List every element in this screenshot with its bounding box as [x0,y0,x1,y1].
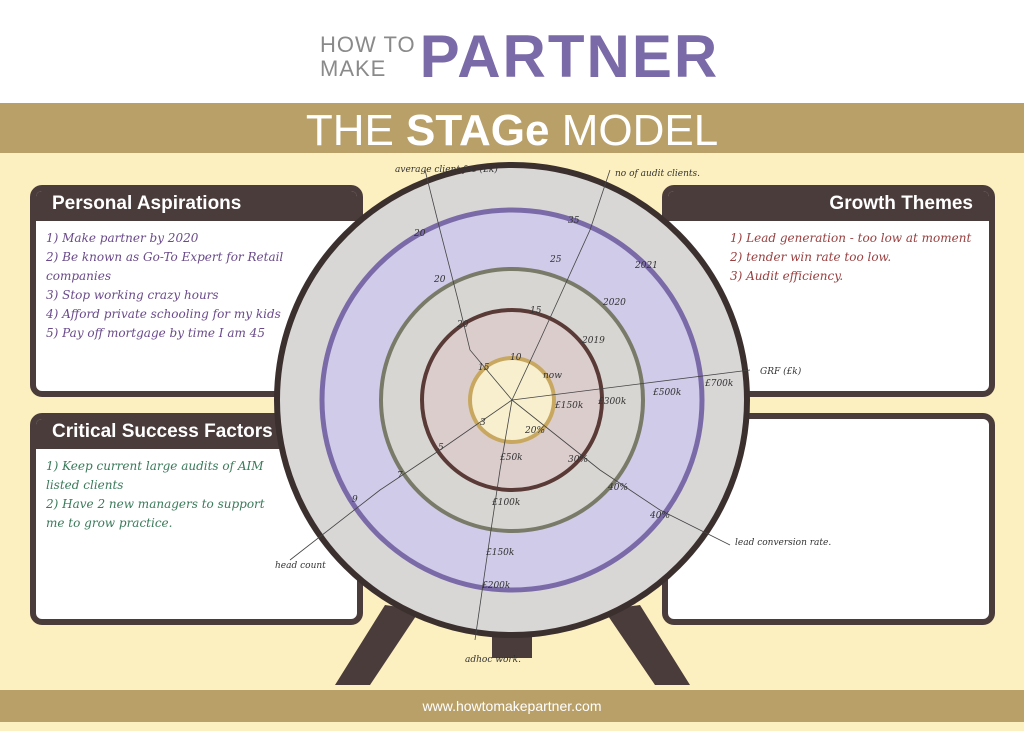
ring-2019 [420,308,604,492]
list-item: 4) Afford private schooling for my kids [46,307,281,321]
list-item: 3) Stop working crazy hours [46,288,219,302]
axis-label-clients: no of audit clients. [615,169,700,179]
aspirations-list: 1) Make partner by 2020 2) Be known as G… [36,221,357,343]
fee-mark: 20 [413,229,426,239]
clients-mark: 15 [530,306,542,316]
conversion-mark: 30% [568,455,588,465]
axis-label-fee: average client fee (£k) [395,164,498,175]
ring-2020 [379,267,645,533]
axis-label-adhoc: adhoc work. [465,655,521,665]
footer-url[interactable]: www.howtomakepartner.com [0,690,1024,722]
headcount-mark: 3 [480,418,486,428]
growth-list: 1) Lead generation - too low at moment 2… [668,221,989,286]
panel-title: Growth Themes [668,191,989,221]
adhoc-mark: £100k [491,498,520,508]
ring-label-2019: 2019 [581,336,605,346]
logo-partner: PARTNER [419,23,720,90]
stand-back [492,630,532,658]
list-item: 2) Be known as Go-To Expert for Retail c… [46,250,284,283]
headcount-mark: 5 [438,443,444,453]
page-title: THE STAGe MODEL [0,103,1024,155]
fee-mark: 20 [456,320,469,330]
panel-personal-aspirations: Personal Aspirations 1) Make partner by … [30,185,363,397]
list-item: 5) Pay off mortgage by time I am 45 [46,326,265,340]
list-item: 1) Make partner by 2020 [46,231,199,245]
adhoc-mark: £200k [481,581,510,591]
list-item: 2) Have 2 new managers to support me to … [46,497,265,530]
grf-mark: £150k [554,401,583,411]
logo-line2: MAKE [320,55,387,81]
adhoc-mark: £150k [485,548,514,558]
list-item: 1) Keep current large audits of AIM list… [46,459,264,492]
ring-2021 [319,207,705,593]
conversion-mark: 40% [607,483,628,493]
logo-line1: HOW TO [320,31,416,57]
ring-label-now: now [543,371,562,381]
title-pre: THE [305,106,407,155]
grf-mark: £300k [597,397,626,407]
clients-mark: 35 [568,216,580,226]
panel-title: Critical Success Factors [36,419,357,449]
csf-list: 1) Keep current large audits of AIM list… [36,449,357,533]
clients-mark: 10 [510,353,522,363]
title-bold: STAGe [406,106,550,155]
panel-title: Personal Aspirations [36,191,357,221]
panel-growth-themes: Growth Themes 1) Lead generation - too l… [662,185,995,397]
list-item: 2) tender win rate too low. [730,250,892,264]
title-post: MODEL [549,106,719,155]
conversion-mark: 20% [524,426,545,436]
panel-critical-success-factors: Critical Success Factors 1) Keep current… [30,413,363,625]
ring-label-2020: 2020 [602,298,626,308]
headcount-mark: 7 [397,471,403,481]
ring-label-2021: 2021 [634,261,658,271]
fee-mark: 20 [433,275,446,285]
list-item: 1) Lead generation - too low at moment [730,231,972,245]
adhoc-mark: £50k [499,453,523,463]
panel-empty [662,413,995,625]
clients-mark: 25 [549,255,562,265]
fee-mark: 15 [478,363,490,373]
list-item: 3) Audit efficiency. [730,269,844,283]
ring-now [468,356,556,444]
